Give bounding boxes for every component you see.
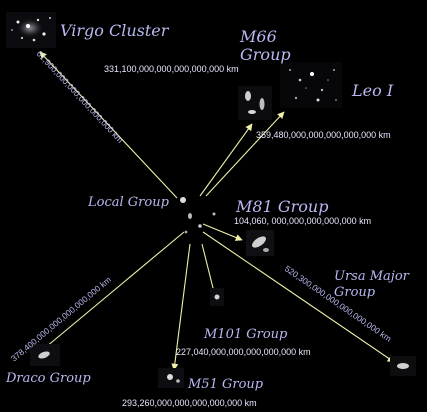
m81-group-label: M81 Group — [235, 197, 328, 216]
leo-i-image — [280, 62, 342, 108]
arrow-to-virgo — [39, 51, 178, 199]
ursa-major-label-line2: Group — [334, 285, 376, 300]
ursa-major-label-line1: Ursa Major — [334, 269, 410, 284]
m66-distance: 331,100,000,000,000,000,000 km — [104, 64, 239, 74]
ursa-major-group-image — [390, 356, 416, 376]
arrow-to-m101 — [201, 243, 217, 297]
draco-distance: 378,400,000,000,000,000,000 km — [9, 274, 113, 363]
m81-group-image — [246, 230, 274, 256]
virgo-cluster-label: Virgo Cluster — [60, 21, 170, 40]
draco-group-label: Draco Group — [5, 371, 91, 386]
diagram-canvas: Virgo Cluster M66 Group Leo I Local Grou… — [5, 12, 416, 408]
m51-group-label: M51 Group — [187, 377, 264, 392]
arrow-to-draco — [39, 231, 185, 353]
local-group-image — [180, 197, 216, 234]
local-group-label: Local Group — [87, 195, 170, 210]
virgo-distance: 61,900,000,000,000,000,000 km — [35, 49, 126, 145]
arrow-to-leo — [205, 111, 285, 197]
galaxy-images — [6, 12, 416, 388]
arrow-to-m81 — [202, 223, 243, 241]
galaxy-distance-diagram: Virgo Cluster M66 Group Leo I Local Grou… — [0, 0, 427, 412]
m51-group-image — [158, 368, 184, 388]
m66-group-image — [238, 86, 272, 120]
m66-label-line2: Group — [240, 45, 291, 64]
m101-group-image — [210, 288, 224, 306]
virgo-cluster-image — [6, 12, 56, 48]
arrow-to-m51 — [171, 243, 191, 371]
arrows — [39, 51, 395, 371]
m51-distance: 293,260,000,000,000,000,000 km — [122, 398, 257, 408]
m81-distance: 104,060, 000,000,000,000,000 km — [234, 216, 371, 226]
group-labels: Virgo Cluster M66 Group Leo I Local Grou… — [5, 21, 410, 392]
m101-distance: 227,040,000,000,000,000,000 km — [176, 347, 311, 357]
leo-i-label: Leo I — [351, 81, 394, 100]
leo-i-distance: 359,480,000,000,000,000,000 km — [256, 130, 391, 140]
m101-group-label: M101 Group — [203, 327, 288, 342]
arrow-to-ursa — [202, 231, 395, 363]
arrow-to-m66 — [199, 123, 253, 197]
draco-group-image — [30, 344, 60, 366]
m66-label-line1: M66 — [239, 27, 277, 46]
